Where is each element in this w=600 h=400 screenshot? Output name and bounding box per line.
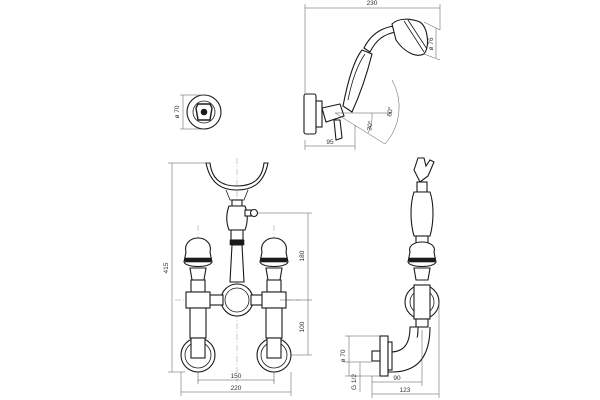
dim-230: 230 bbox=[367, 0, 378, 7]
dim-angle60: 60° bbox=[385, 106, 395, 117]
dim-escutcheon: ø 70 bbox=[174, 105, 181, 118]
dim-95: 95 bbox=[326, 139, 334, 146]
right-handle bbox=[259, 237, 289, 345]
handshower-view: 230 ø 76 60° 30° 95 bbox=[303, 0, 441, 150]
dim-180: 180 bbox=[299, 250, 306, 261]
dim-angle30: 30° bbox=[365, 120, 375, 131]
dim-220: 220 bbox=[231, 385, 242, 392]
escutcheon-view: ø 70 bbox=[174, 94, 222, 130]
dim-90: 90 bbox=[393, 375, 401, 382]
dim-415: 415 bbox=[163, 262, 170, 273]
dim-side-dia70: ø 70 bbox=[340, 349, 347, 362]
dim-123: 123 bbox=[400, 387, 411, 394]
dim-dia76: ø 76 bbox=[428, 37, 435, 50]
mixer-front-view: 415 180 100 150 220 bbox=[163, 158, 312, 396]
dim-100: 100 bbox=[299, 321, 306, 332]
dim-150: 150 bbox=[231, 373, 242, 380]
mixer-side-view: ø 70 G 1/2 90 123 bbox=[340, 157, 440, 398]
left-handle bbox=[183, 237, 213, 345]
dim-thread: G 1/2 bbox=[351, 374, 358, 390]
